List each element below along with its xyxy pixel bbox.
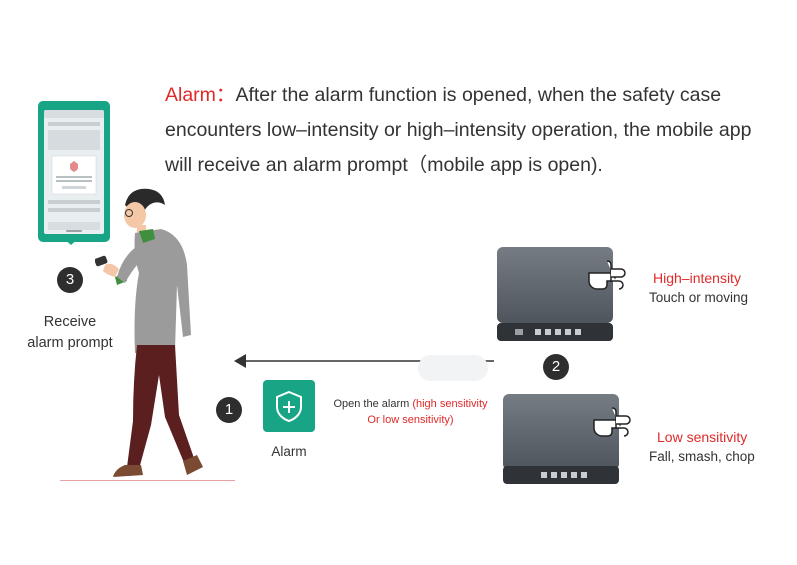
open-alarm-prefix: Open the alarm [333, 398, 413, 410]
open-alarm-text: Open the alarm (high sensitivity Or low … [323, 396, 498, 428]
phone-illustration [38, 101, 110, 242]
headline-body: After the alarm function is opened, when… [165, 84, 752, 176]
background-smudge [418, 355, 488, 381]
safety-case-low [503, 394, 619, 484]
headline-text: Alarm：After the alarm function is opened… [165, 78, 775, 183]
high-intensity-subtitle: Touch or moving [649, 290, 749, 305]
low-sensitivity-title: Low sensitivity [657, 429, 748, 445]
step-3-badge: 3 [57, 267, 83, 293]
alarm-toggle-button[interactable] [263, 380, 315, 432]
step-2-badge: 2 [543, 354, 569, 380]
receive-line-2: alarm prompt [27, 335, 113, 351]
headline-label: Alarm [165, 84, 216, 106]
high-intensity-title: High–intensity [653, 270, 741, 286]
step-1-badge: 1 [216, 397, 242, 423]
receive-line-1: Receive [43, 314, 97, 330]
open-alarm-high: (high sensitivity [412, 398, 488, 410]
low-sensitivity-subtitle: Fall, smash, chop [649, 449, 755, 464]
phone-screen [44, 110, 104, 234]
alarm-label: Alarm [271, 444, 307, 459]
receive-alarm-text: Receive alarm prompt [14, 312, 126, 354]
hand-touch-icon [588, 260, 626, 290]
safety-case-high [497, 247, 613, 341]
headline-separator: ： [215, 84, 236, 106]
open-alarm-low: Or low sensitivity) [367, 414, 454, 426]
shield-plus-icon [276, 390, 302, 423]
person-illustration [95, 188, 203, 477]
ground-line [60, 480, 235, 481]
phone-callout-pointer [62, 237, 80, 245]
hand-touch-icon [593, 407, 631, 437]
phone-screen-content [44, 110, 104, 232]
